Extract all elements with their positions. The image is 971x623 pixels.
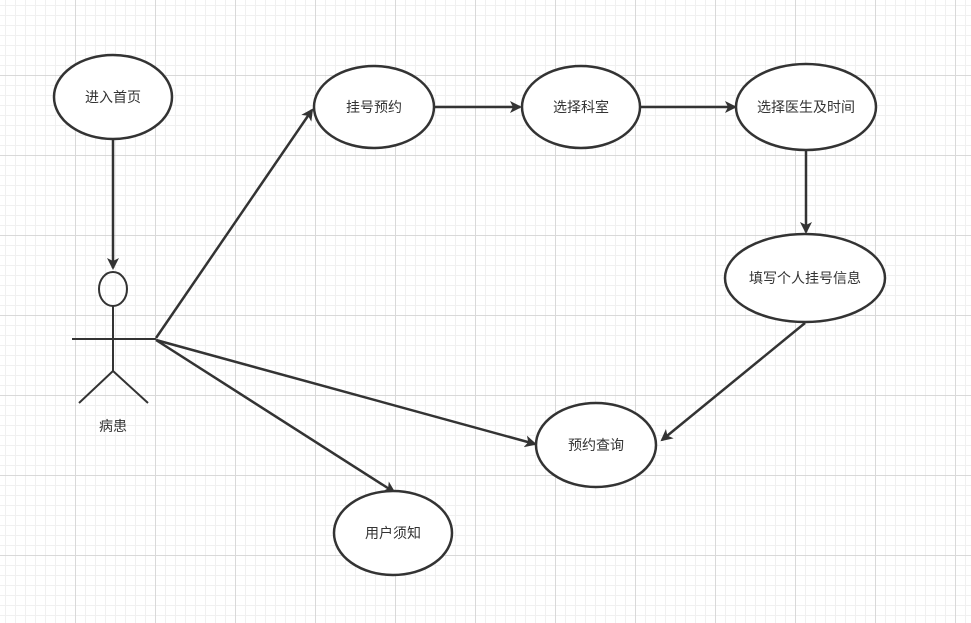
node-fill[interactable]: 填写个人挂号信息 [723, 232, 887, 324]
edge-fill-to-query [660, 322, 806, 442]
node-query[interactable]: 预约查询 [534, 401, 658, 489]
node-fill-label: 填写个人挂号信息 [749, 270, 861, 287]
node-dept-label: 选择科室 [553, 99, 609, 116]
node-notice[interactable]: 用户须知 [332, 489, 454, 577]
edge-actor-to-query [155, 338, 537, 448]
node-home-label: 进入首页 [85, 90, 141, 106]
node-home[interactable]: 进入首页 [52, 53, 174, 141]
node-doctor[interactable]: 选择医生及时间 [734, 62, 878, 152]
actor-left-leg [78, 370, 114, 404]
node-dept[interactable]: 选择科室 [520, 64, 642, 150]
actor-right-leg [112, 370, 149, 404]
node-doctor-label: 选择医生及时间 [757, 100, 855, 116]
edges [107, 101, 812, 494]
node-register[interactable]: 挂号预约 [312, 64, 436, 150]
actor-head [98, 271, 128, 307]
actor-label: 病患 [99, 419, 127, 435]
edge-actor-to-notice [155, 338, 396, 494]
edge-actor-to-register [154, 108, 314, 339]
node-register-label: 挂号预约 [346, 100, 402, 116]
node-notice-label: 用户须知 [365, 525, 421, 542]
node-query-label: 预约查询 [568, 438, 624, 454]
actor-patient[interactable]: 病患 [72, 271, 156, 435]
